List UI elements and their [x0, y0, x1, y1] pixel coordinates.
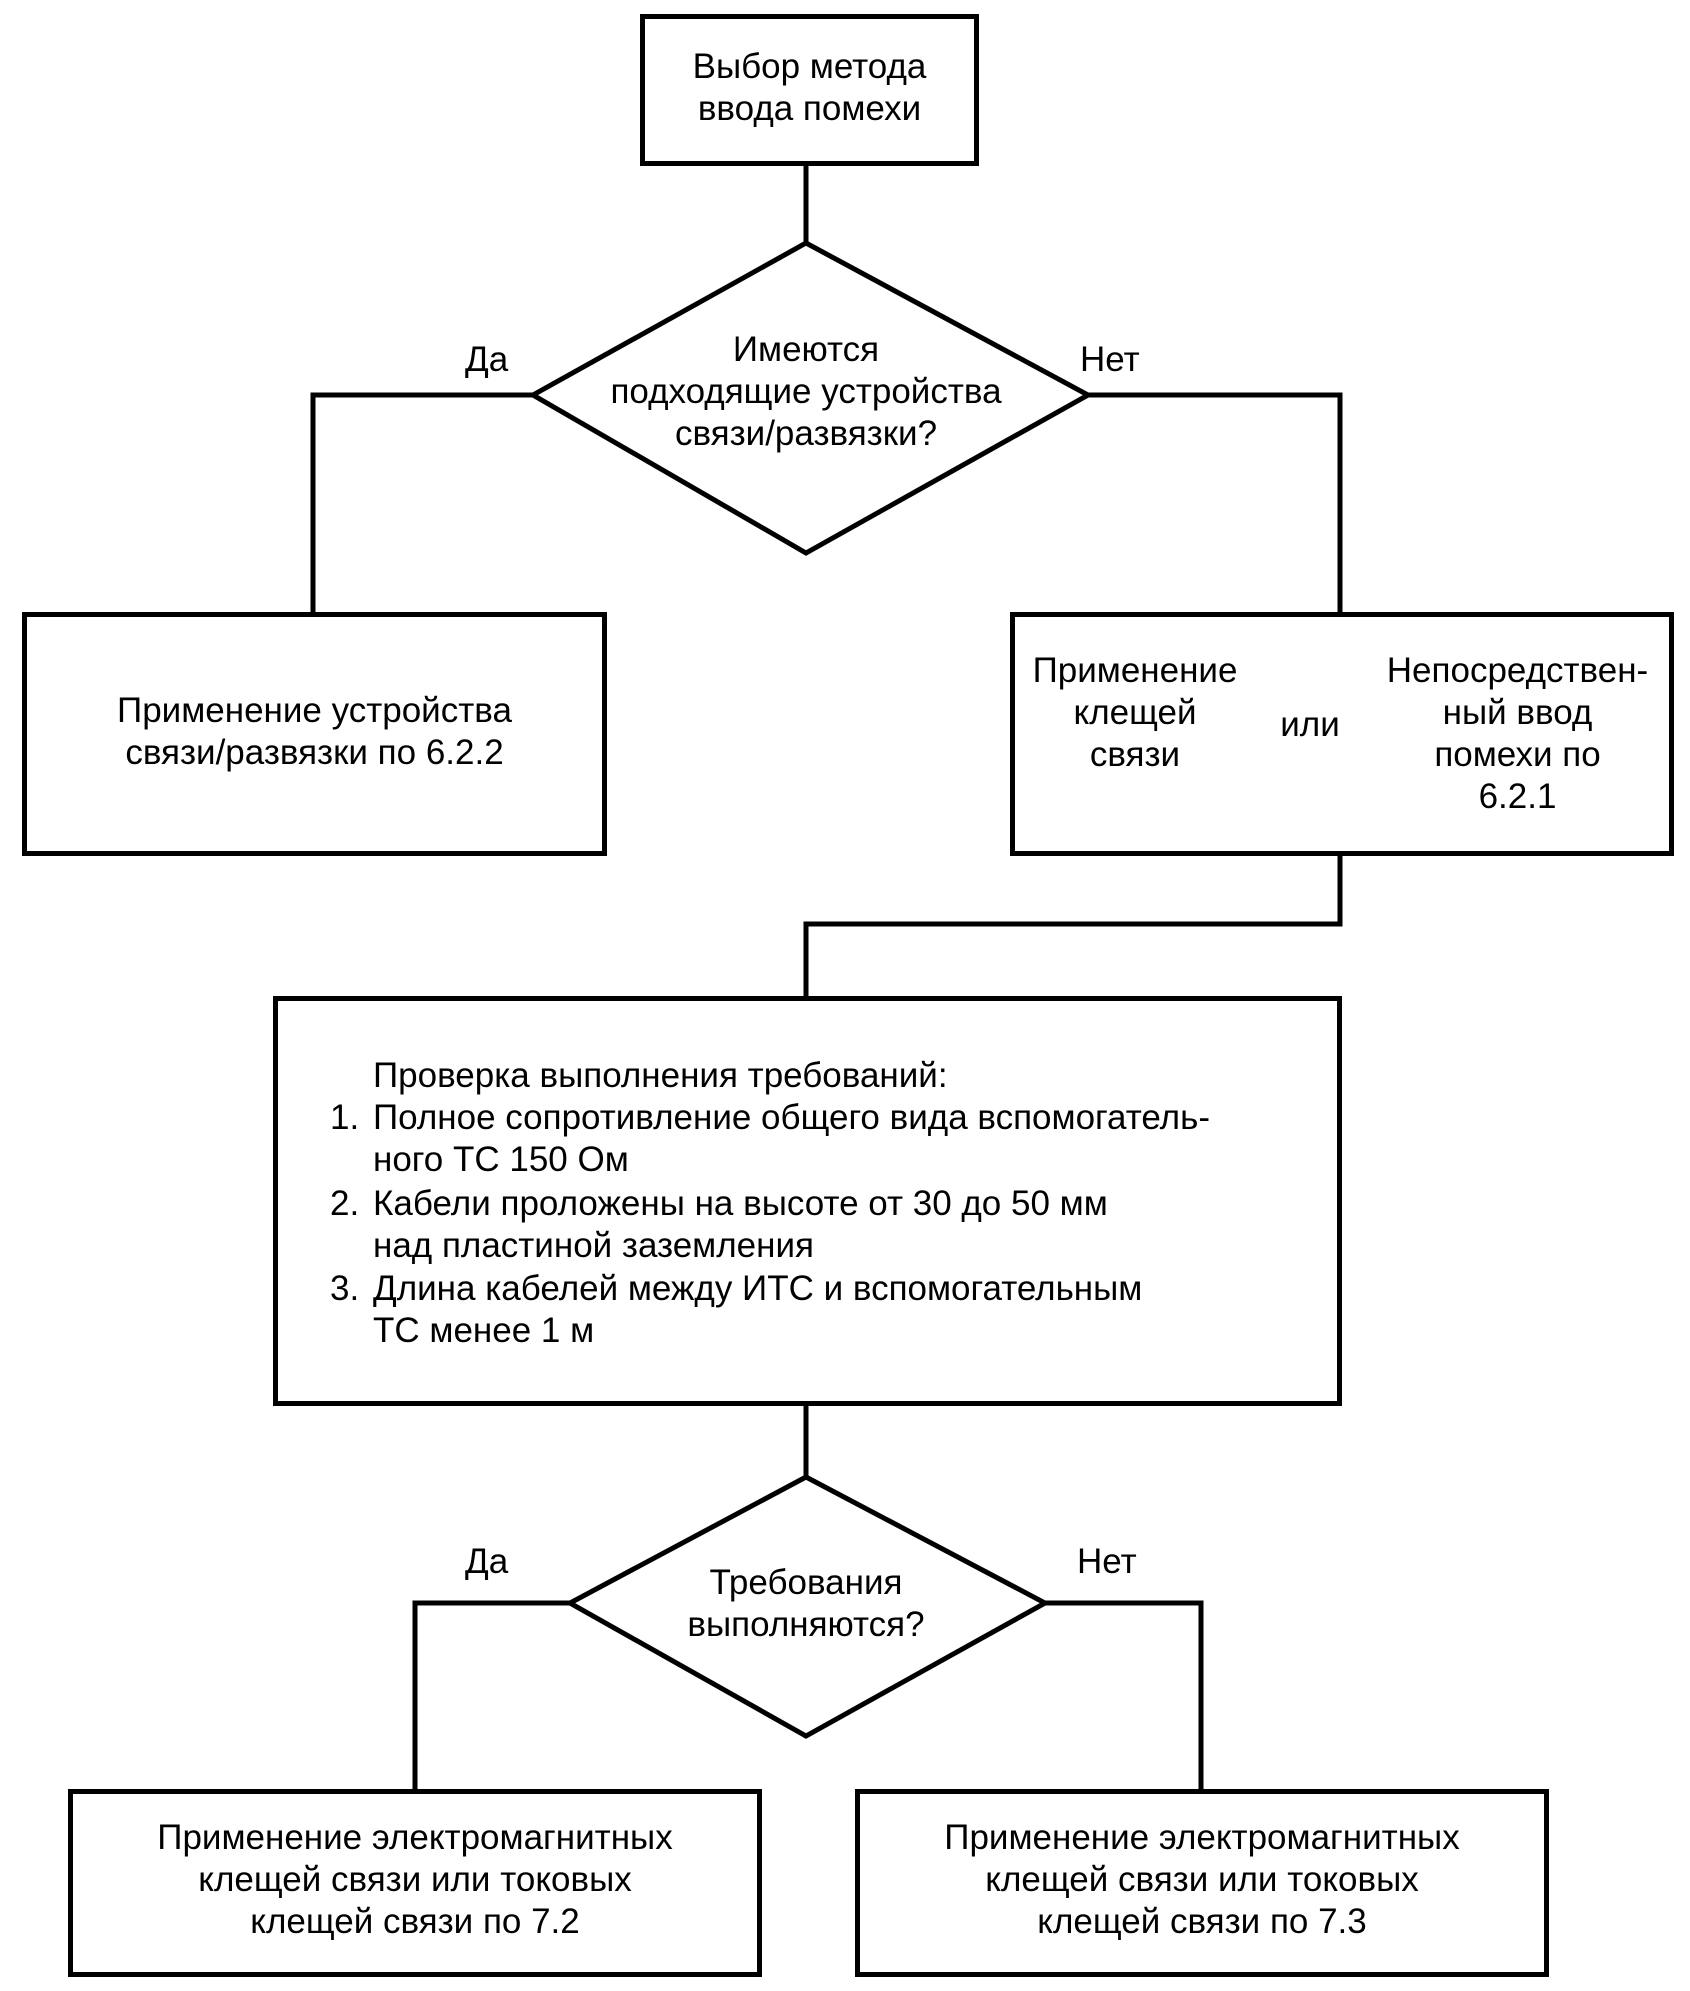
clamp-line1: Применение: [1032, 651, 1238, 690]
coupling-decoupling-line1: Применение устройства: [117, 691, 512, 730]
direct-line3: помехи по: [1434, 735, 1601, 774]
clamp-or-direct-box: [1010, 612, 1674, 856]
decision2-diamond: [564, 1474, 1051, 1739]
direct-line2: ный ввод: [1442, 693, 1593, 732]
clamp-7-3-line2: клещей связи или токовых: [985, 1860, 1419, 1899]
connector-decision1-yes: [310, 392, 533, 614]
check-item3-line2: ТС менее 1 м: [373, 1311, 595, 1350]
decision2-line2: выполняются?: [687, 1605, 925, 1644]
connector-decision2-no: [1045, 1600, 1204, 1791]
clamp-7-2-box: [68, 1789, 762, 1977]
check-title: Проверка выполнения требований:: [373, 1056, 948, 1095]
decision2-yes-label: Да: [465, 1542, 509, 1581]
coupling-decoupling-box: [22, 612, 607, 856]
check-item1-num: 1.: [330, 1098, 360, 1137]
clamp-7-2-line3: клещей связи по 7.2: [250, 1902, 580, 1941]
clamp-line3: связи: [1089, 735, 1181, 774]
decision1-no-label: Нет: [1080, 340, 1140, 379]
connector-decision2-yes: [412, 1600, 570, 1791]
connector-no-to-check: [803, 854, 1343, 998]
clamp-line2: клещей: [1073, 693, 1197, 732]
decision1-line1: Имеются: [732, 330, 880, 369]
decision1-line2: подходящие устройства: [610, 372, 1002, 411]
clamp-7-3-line1: Применение электромагнитных: [944, 1818, 1460, 1857]
clamp-7-2-line2: клещей связи или токовых: [198, 1860, 632, 1899]
connector-decision1-no: [1088, 392, 1343, 614]
start-line1: Выбор метода: [692, 47, 927, 86]
check-item3-line1: Длина кабелей между ИТС и вспомогательны…: [373, 1269, 1143, 1308]
decision2-line1: Требования: [709, 1563, 903, 1602]
check-item2-line1: Кабели проложены на высоте от 30 до 50 м…: [373, 1184, 1108, 1223]
check-item1-line1: Полное сопротивление общего вида вспомог…: [373, 1098, 1210, 1137]
decision1-yes-label: Да: [465, 340, 509, 379]
start-line2: ввода помехи: [697, 89, 922, 128]
clamp-7-2-line1: Применение электромагнитных: [157, 1818, 673, 1857]
start-box: [640, 14, 979, 166]
clamp-7-3-box: [855, 1789, 1549, 1977]
check-item3-num: 3.: [330, 1269, 360, 1308]
or-label: или: [1280, 705, 1340, 744]
decision2-no-label: Нет: [1077, 1542, 1137, 1581]
decision1-line3: связи/развязки?: [674, 414, 938, 453]
check-item2-line2: над пластиной заземления: [373, 1226, 814, 1265]
check-item2-num: 2.: [330, 1184, 360, 1223]
check-item1-line2: ного ТС 150 Ом: [373, 1140, 629, 1179]
clamp-7-3-line3: клещей связи по 7.3: [1037, 1902, 1367, 1941]
requirements-check-box: [273, 996, 1342, 1406]
coupling-decoupling-line2: связи/развязки по 6.2.2: [125, 733, 504, 772]
decision1-diamond: [527, 240, 1094, 556]
direct-line4: 6.2.1: [1478, 777, 1557, 816]
direct-line1: Непосредствен-: [1386, 651, 1649, 690]
